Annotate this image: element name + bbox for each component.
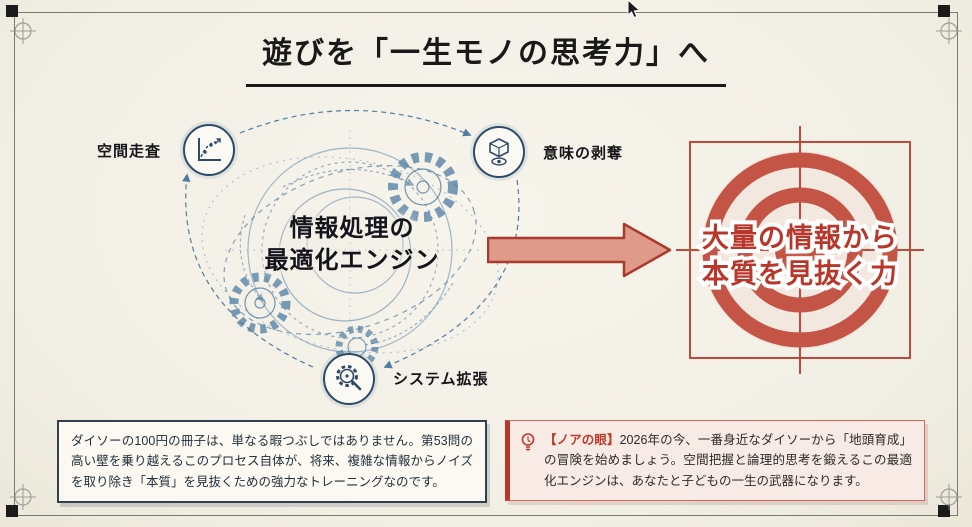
note-left-text: ダイソーの100円の冊子は、単なる暇つぶしではありません。第53問の高い壁を乗り… bbox=[71, 434, 473, 489]
node-label-system-expand: システム拡張 bbox=[393, 371, 489, 388]
mouse-cursor-icon bbox=[627, 0, 641, 19]
chart-path-icon bbox=[198, 138, 221, 161]
transform-arrow-icon bbox=[487, 222, 672, 278]
note-left-box: ダイソーの100円の冊子は、単なる暇つぶしではありません。第53問の高い壁を乗り… bbox=[57, 420, 487, 503]
crosshair-mark-icon bbox=[10, 484, 36, 510]
note-right-box: 【ノアの眼】2026年の今、一番身近なダイソーから「地頭育成」の冒険を始めましょ… bbox=[505, 420, 925, 501]
title-row: 遊びを「一生モノの思考力」へ bbox=[0, 28, 972, 87]
corner-square bbox=[938, 5, 950, 17]
engine-center-label: 情報処理の 最適化エンジン bbox=[242, 213, 462, 278]
page-title: 遊びを「一生モノの思考力」へ bbox=[246, 28, 726, 87]
node-label-meaning-strip: 意味の剥奪 bbox=[543, 145, 624, 162]
cube-eye-icon bbox=[489, 138, 509, 166]
result-line1: 大量の情報から bbox=[702, 222, 898, 253]
result-halo-line1: 大量の情報から bbox=[698, 219, 901, 257]
result-halo-line2: 本質を見抜く力 bbox=[698, 255, 901, 293]
corner-square bbox=[6, 505, 18, 517]
optimization-engine-diagram: 空間走査 意味の剥奪 システム拡張 情報処理の 最適化エンジン bbox=[55, 95, 635, 425]
node-system-expand bbox=[323, 353, 375, 405]
blueprint-drawing bbox=[182, 109, 520, 370]
magnifier-gear-icon bbox=[336, 365, 362, 391]
crosshair-mark-icon bbox=[10, 18, 36, 44]
note-right-text: 【ノアの眼】2026年の今、一番身近なダイソーから「地頭育成」の冒険を始めましょ… bbox=[544, 430, 912, 491]
noah-eye-heading: 【ノアの眼】 bbox=[544, 433, 620, 447]
bullseye-icon bbox=[676, 126, 924, 374]
result-text-fill: 大量の情報から 本質を見抜く力 bbox=[644, 126, 956, 374]
engine-label-line2: 最適化エンジン bbox=[264, 247, 440, 275]
corner-square bbox=[938, 505, 950, 517]
corner-square bbox=[6, 5, 18, 17]
result-text-halo: 大量の情報から 本質を見抜く力 bbox=[644, 126, 956, 374]
engine-label-line1: 情報処理の bbox=[289, 215, 415, 242]
node-meaning-strip bbox=[473, 126, 525, 178]
node-label-spatial-scan: 空間走査 bbox=[97, 143, 162, 160]
result-line2: 本質を見抜く力 bbox=[702, 259, 898, 289]
crosshair-mark-icon bbox=[936, 484, 962, 510]
crosshair-mark-icon bbox=[936, 18, 962, 44]
result-text: 大量の情報から 本質を見抜く力 大量の情報から 本質を見抜く力 bbox=[644, 126, 956, 374]
target-graphic: 大量の情報から 本質を見抜く力 大量の情報から 本質を見抜く力 bbox=[676, 126, 924, 374]
node-spatial-scan bbox=[183, 124, 235, 176]
lightbulb-icon bbox=[521, 433, 535, 451]
note-right-body: 2026年の今、一番身近なダイソーから「地頭育成」の冒険を始めましょう。空間把握… bbox=[544, 433, 912, 488]
